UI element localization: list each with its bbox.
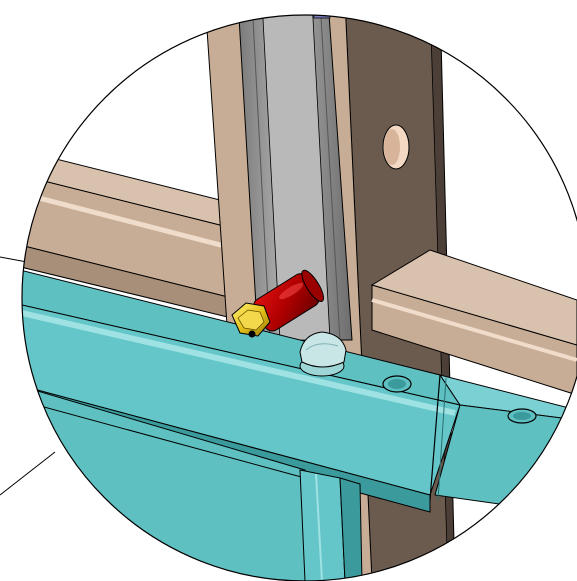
teal-leg-edge	[315, 473, 323, 581]
grease-nipple-icon	[231, 269, 324, 338]
wood-rail-right-highlight	[371, 298, 577, 362]
beam-hole-1-inner	[388, 379, 406, 389]
wing-knob-icon	[299, 331, 347, 377]
teal-vertical-leg	[299, 469, 346, 581]
detail-circle-outline	[21, 14, 577, 581]
metal-post-edge-2	[319, 15, 341, 341]
teal-beam-right-top	[438, 374, 577, 421]
teal-beam-joint	[429, 374, 441, 501]
panel-hole-inner	[384, 129, 400, 165]
teal-vertical-leg-side	[339, 477, 363, 581]
teal-beam-highlight	[22, 305, 456, 416]
post-top-clip	[311, 15, 331, 19]
metal-post-edge	[251, 15, 271, 341]
wood-rail-right-top	[370, 249, 577, 346]
teal-beam-right-front	[434, 404, 577, 516]
leader-line-lower	[0, 451, 56, 496]
teal-beam-joint-2	[437, 377, 447, 501]
beam-hole-2-inner	[513, 412, 531, 420]
teal-lower-line	[22, 394, 306, 479]
leader-line-upper	[0, 256, 28, 263]
